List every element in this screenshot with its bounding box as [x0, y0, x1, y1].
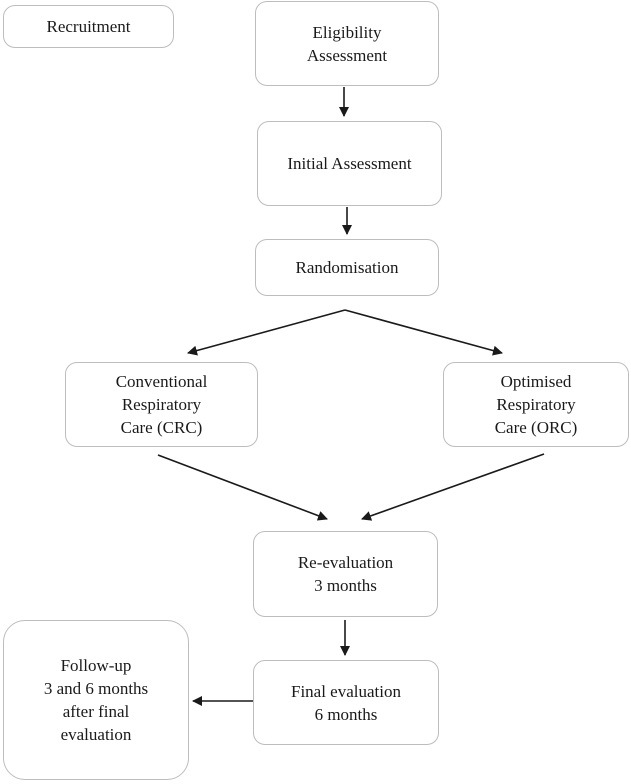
final-evaluation-label: Final evaluation 6 months — [290, 681, 401, 724]
arrow-randomisation-to-orc — [344, 309, 503, 356]
recruitment-box: Recruitment — [3, 5, 174, 48]
initial-assessment-box: Initial Assessment — [257, 121, 442, 206]
follow-up-label: Follow-up 3 and 6 months after final eva… — [43, 656, 149, 744]
arrow-orc-to-reevaluation — [361, 453, 545, 521]
initial-assessment-label: Initial Assessment — [287, 154, 412, 173]
follow-up-box: Follow-up 3 and 6 months after final eva… — [3, 620, 189, 780]
arrow-crc-to-reevaluation — [157, 454, 328, 521]
conventional-respiratory-care-box: Conventional Respiratory Care (CRC) — [65, 362, 258, 447]
eligibility-assessment-label: Eligibility Assessment — [306, 22, 388, 65]
randomisation-box: Randomisation — [255, 239, 439, 296]
optimised-respiratory-care-label: Optimised Respiratory Care (ORC) — [494, 372, 578, 437]
recruitment-label: Recruitment — [46, 17, 131, 36]
final-evaluation-box: Final evaluation 6 months — [253, 660, 439, 745]
randomisation-label: Randomisation — [295, 258, 399, 277]
optimised-respiratory-care-box: Optimised Respiratory Care (ORC) — [443, 362, 629, 447]
reevaluation-box: Re-evaluation 3 months — [253, 531, 438, 617]
reevaluation-label: Re-evaluation 3 months — [297, 553, 394, 595]
eligibility-assessment-box: Eligibility Assessment — [255, 1, 439, 86]
conventional-respiratory-care-label: Conventional Respiratory Care (CRC) — [115, 372, 208, 437]
arrow-randomisation-to-crc — [187, 309, 346, 356]
